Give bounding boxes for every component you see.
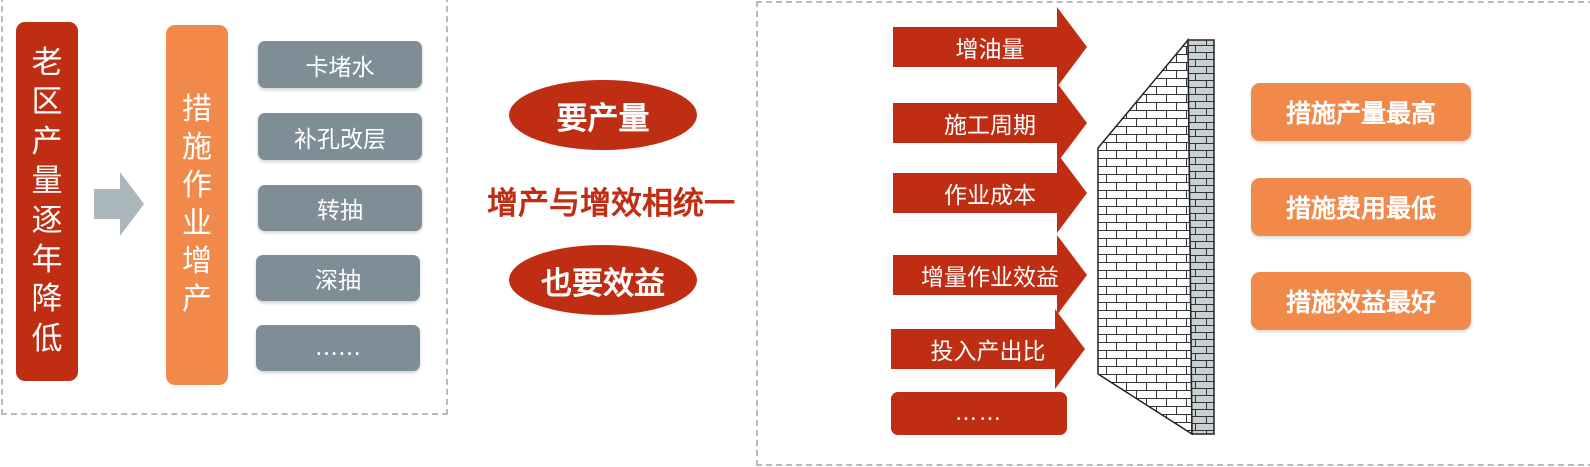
vertical-char: 增 <box>182 244 212 280</box>
brick-wall-icon <box>1096 37 1218 436</box>
vertical-char: 老 <box>31 45 63 82</box>
benefit-ellipse: 也要效益 <box>509 245 697 315</box>
goal-item: 措施费用最低 <box>1251 178 1471 236</box>
vertical-char: 作 <box>182 167 212 203</box>
factor-label: 作业成本 <box>944 183 1036 209</box>
factor-arrow: 作业成本 <box>893 153 1087 233</box>
vertical-char: 量 <box>31 163 63 200</box>
vertical-char: 产 <box>31 123 63 160</box>
vertical-char: 降 <box>31 281 63 318</box>
increase-bar: 措施作业增产 <box>166 25 228 385</box>
goal-item: 措施产量最高 <box>1251 83 1471 141</box>
measure-item: 转抽 <box>258 185 422 231</box>
measure-item: …… <box>256 325 420 371</box>
vertical-char: 逐 <box>31 202 63 239</box>
vertical-char: 产 <box>182 282 212 318</box>
vertical-char: 业 <box>182 206 212 241</box>
factor-arrow: 投入产出比 <box>891 309 1085 389</box>
factor-arrow: 施工周期 <box>893 83 1087 163</box>
factor-arrow: 增量作业效益 <box>893 235 1087 315</box>
left-panel <box>1 0 448 415</box>
factor-more: …… <box>891 392 1067 435</box>
measure-item: 卡堵水 <box>258 41 422 88</box>
right-arrow-icon <box>94 172 144 236</box>
factor-arrow: 增油量 <box>893 7 1087 87</box>
factor-label: 施工周期 <box>944 113 1036 139</box>
decline-bar: 老区产量逐年降低 <box>16 22 78 381</box>
vertical-char: 区 <box>31 84 63 121</box>
production-ellipse: 要产量 <box>509 80 697 150</box>
factor-label: 增量作业效益 <box>921 265 1059 291</box>
unity-text: 增产与增效相统一 <box>487 186 735 222</box>
factor-label: 增油量 <box>955 37 1025 63</box>
factor-label: 投入产出比 <box>930 339 1046 365</box>
right-panel <box>756 1 1590 466</box>
vertical-char: 施 <box>182 129 212 165</box>
measure-item: 深抽 <box>256 255 420 301</box>
vertical-char: 措 <box>182 91 212 127</box>
measure-item: 补孔改层 <box>258 113 422 160</box>
goal-item: 措施效益最好 <box>1251 272 1471 330</box>
vertical-char: 年 <box>31 241 63 278</box>
vertical-char: 低 <box>31 320 63 357</box>
